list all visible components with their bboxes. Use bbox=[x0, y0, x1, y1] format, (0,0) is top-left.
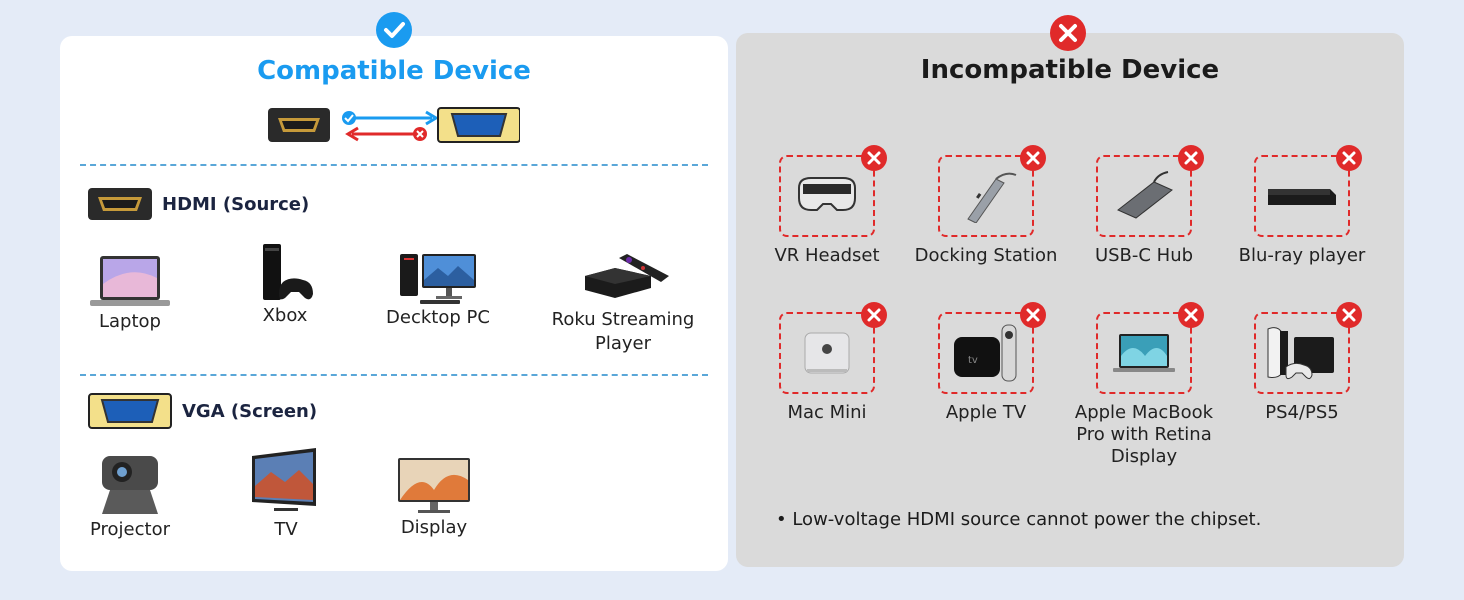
source-label: Xbox bbox=[262, 305, 308, 326]
direction-arrows bbox=[342, 110, 439, 142]
hdmi-connector-icon bbox=[88, 188, 152, 220]
error-x-icon bbox=[1336, 302, 1362, 328]
incompatible-device: VR Headset bbox=[742, 145, 912, 267]
device-label: PS4/PS5 bbox=[1265, 402, 1339, 423]
check-icon bbox=[376, 12, 412, 48]
apple-tv-icon: tv bbox=[954, 324, 1017, 382]
error-x-icon bbox=[1020, 145, 1046, 171]
incompatible-device: Blu-ray player bbox=[1217, 145, 1387, 267]
bluray-player-icon bbox=[1268, 189, 1336, 205]
incompatible-device: PS4/PS5 bbox=[1217, 302, 1387, 424]
device-label: Apple TV bbox=[945, 402, 1027, 423]
vr-headset-icon bbox=[798, 177, 856, 211]
device-label: VR Headset bbox=[774, 245, 880, 266]
vga-screen-label: VGA (Screen) bbox=[182, 400, 318, 422]
playstation-icon bbox=[1267, 327, 1334, 380]
hdmi-to-vga-direction-diagram bbox=[268, 107, 520, 143]
divider bbox=[80, 374, 708, 376]
xbox-icon bbox=[263, 244, 313, 300]
incompatibility-note: • Low-voltage HDMI source cannot power t… bbox=[776, 509, 1262, 530]
screen-projector: Projector bbox=[80, 454, 180, 542]
error-x-icon bbox=[861, 145, 887, 171]
incompatible-device: Docking Station bbox=[901, 145, 1071, 267]
laptop-icon bbox=[90, 256, 170, 306]
tv-icon bbox=[252, 448, 316, 511]
docking-station-icon bbox=[967, 172, 1017, 223]
screen-label: Display bbox=[400, 517, 468, 538]
incompatible-device: tv Apple TV bbox=[901, 302, 1071, 424]
source-xbox: Xbox bbox=[240, 242, 330, 328]
device-label: Mac Mini bbox=[787, 402, 867, 423]
incompatible-device: Apple MacBook Pro with Retina Display bbox=[1059, 302, 1229, 468]
screen-tv: TV bbox=[236, 446, 336, 542]
source-laptop: Laptop bbox=[80, 254, 180, 334]
source-desktop-pc: Decktop PC bbox=[378, 250, 498, 330]
source-roku: Roku Streaming Player bbox=[538, 252, 708, 356]
desktop-pc-icon bbox=[400, 254, 476, 304]
screen-display: Display bbox=[384, 456, 484, 540]
vga-connector-icon bbox=[88, 393, 172, 429]
device-label: Apple MacBook Pro with Retina Display bbox=[1074, 402, 1214, 467]
error-x-icon bbox=[1336, 145, 1362, 171]
mac-mini-icon bbox=[804, 332, 850, 374]
projector-icon bbox=[102, 456, 158, 514]
screen-label: Projector bbox=[90, 519, 170, 540]
source-label: Decktop PC bbox=[386, 307, 490, 328]
error-icon bbox=[1050, 15, 1086, 51]
error-x-icon bbox=[1178, 145, 1204, 171]
compatible-panel: Compatible Device HDMI (So bbox=[60, 12, 728, 571]
compatible-title: Compatible Device bbox=[257, 56, 531, 86]
error-x-icon bbox=[861, 302, 887, 328]
hdmi-source-header: HDMI (Source) bbox=[88, 186, 309, 222]
hdmi-port-icon bbox=[268, 108, 330, 142]
incompatible-device: USB-C Hub bbox=[1059, 145, 1229, 267]
monitor-icon bbox=[398, 458, 470, 513]
vga-port-icon bbox=[437, 107, 520, 143]
error-x-icon bbox=[1020, 302, 1046, 328]
roku-icon bbox=[585, 254, 669, 298]
source-label: Roku Streaming Player bbox=[551, 309, 695, 354]
macbook-icon bbox=[1113, 334, 1175, 372]
screen-label: TV bbox=[274, 519, 298, 540]
device-label: Docking Station bbox=[914, 245, 1058, 266]
hdmi-source-label: HDMI (Source) bbox=[162, 193, 310, 215]
divider bbox=[80, 164, 708, 166]
incompatible-device: Mac Mini bbox=[742, 302, 912, 424]
device-label: Blu-ray player bbox=[1238, 245, 1366, 266]
error-x-icon bbox=[1178, 302, 1204, 328]
vga-screen-header: VGA (Screen) bbox=[88, 392, 317, 430]
source-label: Laptop bbox=[99, 311, 161, 332]
usb-c-hub-icon bbox=[1117, 171, 1173, 219]
device-label: USB-C Hub bbox=[1094, 245, 1194, 266]
svg-text:tv: tv bbox=[968, 355, 978, 366]
incompatible-panel: Incompatible Device VR Headset Docking S… bbox=[736, 15, 1404, 567]
incompatible-title: Incompatible Device bbox=[920, 55, 1220, 85]
